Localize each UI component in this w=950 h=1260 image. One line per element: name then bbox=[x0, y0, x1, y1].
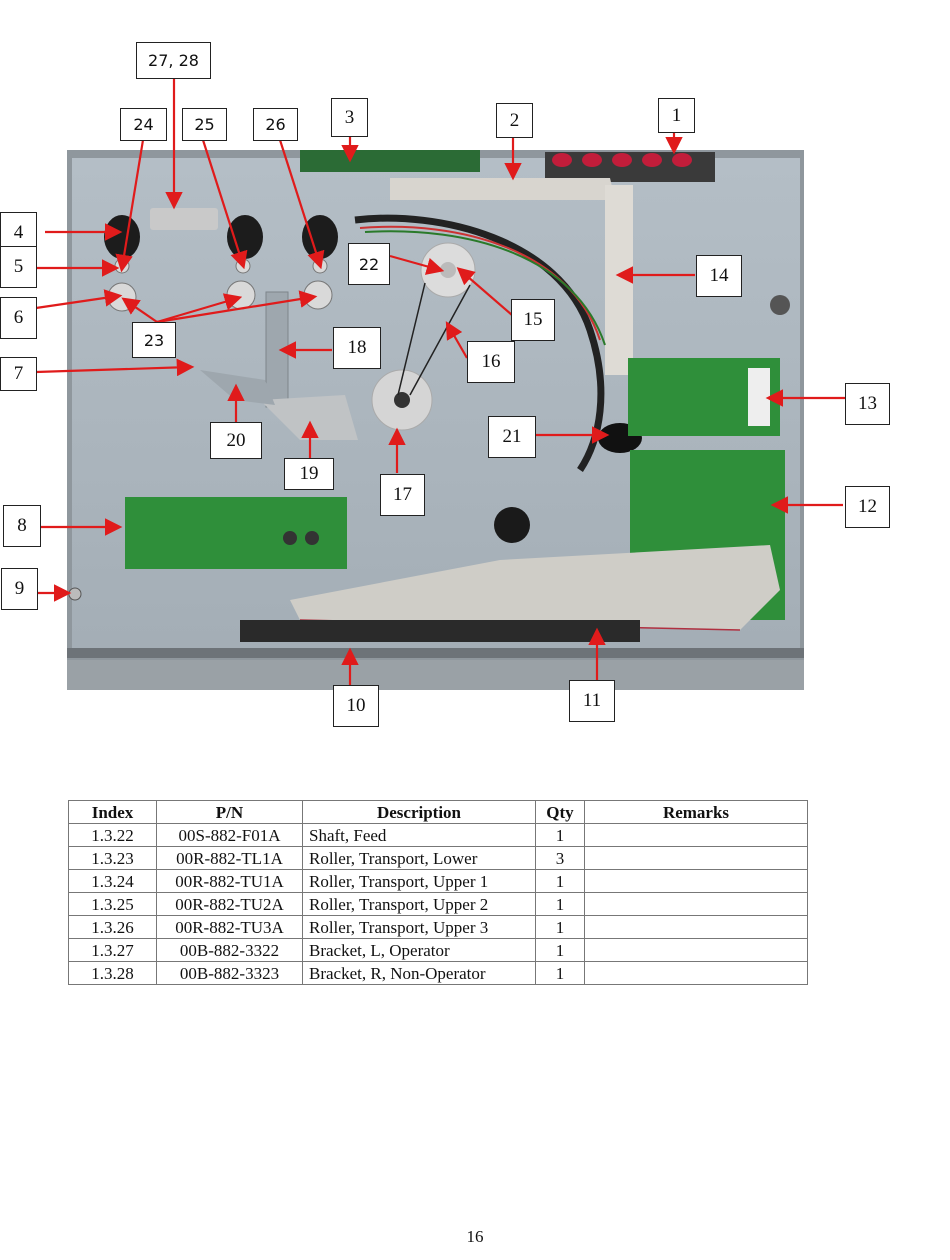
callout-arrows bbox=[35, 78, 845, 688]
cell-pn: 00B-882-3323 bbox=[156, 961, 303, 985]
cell-remarks bbox=[584, 915, 808, 939]
cell-index: 1.3.24 bbox=[68, 869, 157, 893]
cell-description: Roller, Transport, Lower bbox=[302, 846, 536, 870]
callout-25: 25 bbox=[182, 108, 227, 141]
cell-pn: 00R-882-TU3A bbox=[156, 915, 303, 939]
callout-14: 14 bbox=[696, 255, 742, 297]
page-number: 16 bbox=[466, 1227, 484, 1246]
cell-index: 1.3.23 bbox=[68, 846, 157, 870]
cell-index: 1.3.26 bbox=[68, 915, 157, 939]
cell-remarks bbox=[584, 823, 808, 847]
callout-21: 21 bbox=[488, 416, 536, 458]
cell-pn: 00R-882-TU2A bbox=[156, 892, 303, 916]
ribbon-cable-14 bbox=[605, 185, 633, 375]
callout-9: 9 bbox=[1, 568, 38, 610]
callout-10: 10 bbox=[333, 685, 379, 727]
cell-pn: 00R-882-TL1A bbox=[156, 846, 303, 870]
cell-description: Bracket, L, Operator bbox=[302, 938, 536, 962]
callout-7: 7 bbox=[0, 357, 37, 391]
cell-pn: 00R-882-TU1A bbox=[156, 869, 303, 893]
cell-index: 1.3.25 bbox=[68, 892, 157, 916]
callout-22: 22 bbox=[348, 243, 390, 285]
cell-remarks bbox=[584, 892, 808, 916]
header-remarks: Remarks bbox=[584, 800, 808, 824]
chassis-front-lip bbox=[67, 660, 804, 690]
cell-pn: 00S-882-F01A bbox=[156, 823, 303, 847]
cell-description: Bracket, R, Non-Operator bbox=[302, 961, 536, 985]
parts-table: Index P/N Description Qty Remarks 1.3.22… bbox=[68, 800, 808, 985]
table-header-row: Index P/N Description Qty Remarks bbox=[68, 800, 808, 824]
cell-index: 1.3.28 bbox=[68, 961, 157, 985]
cell-description: Roller, Transport, Upper 3 bbox=[302, 915, 536, 939]
annotated-figure: 1 2 3 4 5 6 7 8 9 10 11 12 13 14 15 16 1… bbox=[0, 42, 890, 727]
callout-6: 6 bbox=[0, 297, 37, 339]
callout-19: 19 bbox=[284, 458, 334, 490]
cell-qty: 1 bbox=[535, 938, 585, 962]
header-qty: Qty bbox=[535, 800, 585, 824]
cell-description: Roller, Transport, Upper 2 bbox=[302, 892, 536, 916]
cell-index: 1.3.27 bbox=[68, 938, 157, 962]
callout-5: 5 bbox=[0, 246, 37, 288]
cell-index: 1.3.22 bbox=[68, 823, 157, 847]
cell-qty: 1 bbox=[535, 961, 585, 985]
ground-stud-9 bbox=[68, 587, 82, 601]
callout-13: 13 bbox=[845, 383, 890, 425]
cell-qty: 1 bbox=[535, 915, 585, 939]
cell-remarks bbox=[584, 869, 808, 893]
callout-8: 8 bbox=[3, 505, 41, 547]
ribbon-cable-11 bbox=[290, 545, 780, 630]
header-pn: P/N bbox=[156, 800, 303, 824]
cell-remarks bbox=[584, 846, 808, 870]
chassis-photo bbox=[35, 78, 845, 690]
cell-qty: 3 bbox=[535, 846, 585, 870]
cell-remarks bbox=[584, 961, 808, 985]
cell-qty: 1 bbox=[535, 892, 585, 916]
callout-2: 2 bbox=[496, 103, 533, 138]
arm-19 bbox=[260, 395, 358, 440]
callout-23: 23 bbox=[132, 322, 176, 358]
callout-11: 11 bbox=[569, 680, 615, 722]
connector-10 bbox=[240, 620, 640, 642]
display-pcb bbox=[300, 150, 480, 172]
callout-15: 15 bbox=[511, 299, 555, 341]
bracket-27-28 bbox=[150, 208, 218, 230]
callout-27-28: 27, 28 bbox=[136, 42, 211, 79]
callout-26: 26 bbox=[253, 108, 298, 141]
cell-qty: 1 bbox=[535, 869, 585, 893]
cell-description: Shaft, Feed bbox=[302, 823, 536, 847]
callout-24: 24 bbox=[120, 108, 167, 141]
cell-remarks bbox=[584, 938, 808, 962]
callout-1: 1 bbox=[658, 98, 695, 133]
cell-pn: 00B-882-3322 bbox=[156, 938, 303, 962]
callout-16: 16 bbox=[467, 341, 515, 383]
header-description: Description bbox=[302, 800, 536, 824]
header-index: Index bbox=[68, 800, 157, 824]
cell-description: Roller, Transport, Upper 1 bbox=[302, 869, 536, 893]
callout-3: 3 bbox=[331, 98, 368, 137]
callout-18: 18 bbox=[333, 327, 381, 369]
callout-12: 12 bbox=[845, 486, 890, 528]
callout-20: 20 bbox=[210, 422, 262, 459]
cell-qty: 1 bbox=[535, 823, 585, 847]
callout-17: 17 bbox=[380, 474, 425, 516]
